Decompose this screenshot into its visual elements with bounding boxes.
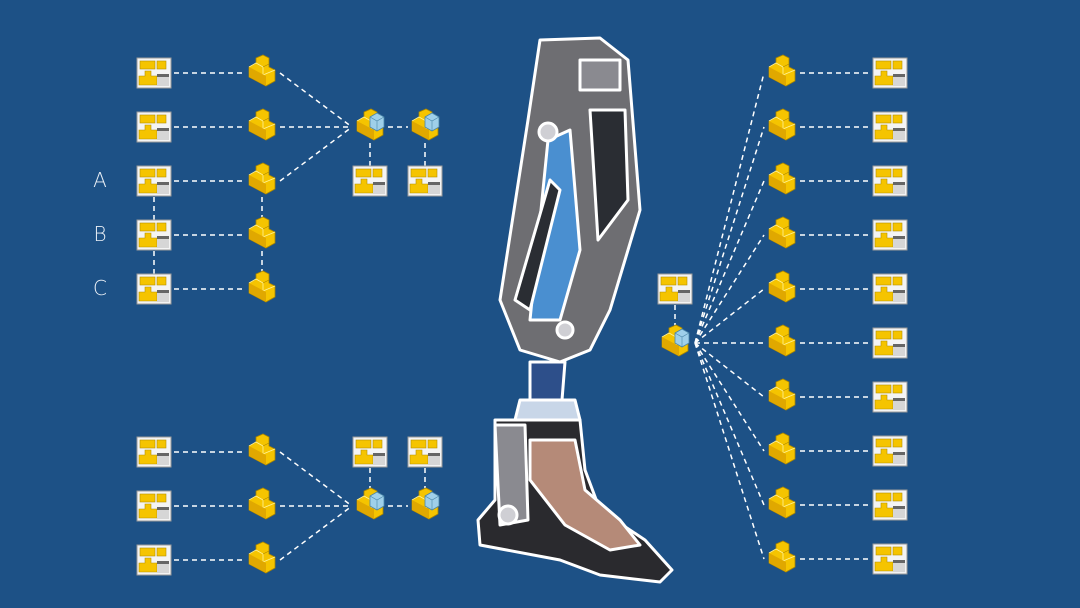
label-c: C: [93, 276, 107, 300]
drawing-icon[interactable]: [872, 489, 908, 521]
label-b: B: [93, 222, 107, 246]
part-icon[interactable]: [768, 432, 796, 465]
part-icon[interactable]: [768, 540, 796, 573]
drawing-icon[interactable]: [657, 273, 693, 305]
label-a: A: [93, 168, 107, 192]
part-icon[interactable]: [768, 378, 796, 411]
drawing-icon[interactable]: [136, 111, 172, 143]
drawing-icon[interactable]: [136, 544, 172, 576]
connector-lines: [153, 72, 870, 561]
drawing-icon[interactable]: [136, 273, 172, 305]
connector-line: [694, 342, 765, 398]
connector-line: [694, 342, 765, 452]
part-icon[interactable]: [248, 270, 276, 303]
drawing-icon[interactable]: [872, 327, 908, 359]
drawing-icon[interactable]: [407, 436, 443, 468]
part-icon[interactable]: [248, 487, 276, 520]
drawing-icon[interactable]: [872, 381, 908, 413]
part-icon[interactable]: [768, 486, 796, 519]
connector-line: [279, 451, 353, 507]
connector-line: [694, 288, 765, 344]
part-icon[interactable]: [768, 162, 796, 195]
drawing-icon[interactable]: [872, 543, 908, 575]
assembly-icon[interactable]: [357, 109, 384, 140]
part-icon[interactable]: [248, 108, 276, 141]
part-icon[interactable]: [248, 433, 276, 466]
part-icon[interactable]: [768, 216, 796, 249]
drawing-icon[interactable]: [872, 435, 908, 467]
drawing-icon[interactable]: [872, 57, 908, 89]
drawing-icon[interactable]: [872, 273, 908, 305]
connector-line: [694, 180, 765, 344]
part-icon[interactable]: [248, 216, 276, 249]
drawing-icon[interactable]: [352, 165, 388, 197]
connector-line: [279, 505, 353, 561]
part-icon[interactable]: [248, 54, 276, 87]
part-icon[interactable]: [248, 162, 276, 195]
connector-line: [694, 72, 765, 344]
connector-line: [279, 126, 353, 182]
drawing-icon[interactable]: [407, 165, 443, 197]
drawing-icon[interactable]: [136, 490, 172, 522]
assembly-icon[interactable]: [412, 488, 439, 519]
drawing-icon[interactable]: [136, 57, 172, 89]
connector-line: [694, 126, 765, 344]
drawing-icon[interactable]: [352, 436, 388, 468]
drawing-icon[interactable]: [136, 165, 172, 197]
part-icon[interactable]: [768, 324, 796, 357]
drawing-icon[interactable]: [136, 436, 172, 468]
part-icon[interactable]: [248, 541, 276, 574]
prosthetic-leg-illustration: [476, 36, 674, 584]
drawing-icon[interactable]: [136, 219, 172, 251]
drawing-icon[interactable]: [872, 165, 908, 197]
connector-line: [279, 72, 353, 128]
assembly-icon[interactable]: [412, 109, 439, 140]
drawing-icon[interactable]: [872, 219, 908, 251]
assembly-icon[interactable]: [357, 488, 384, 519]
part-icon[interactable]: [768, 108, 796, 141]
connector-line: [694, 342, 765, 560]
connector-line: [694, 342, 765, 506]
assembly-icon[interactable]: [662, 325, 689, 356]
part-icon[interactable]: [768, 270, 796, 303]
drawing-icon[interactable]: [872, 111, 908, 143]
connector-line: [694, 234, 765, 344]
part-icon[interactable]: [768, 54, 796, 87]
